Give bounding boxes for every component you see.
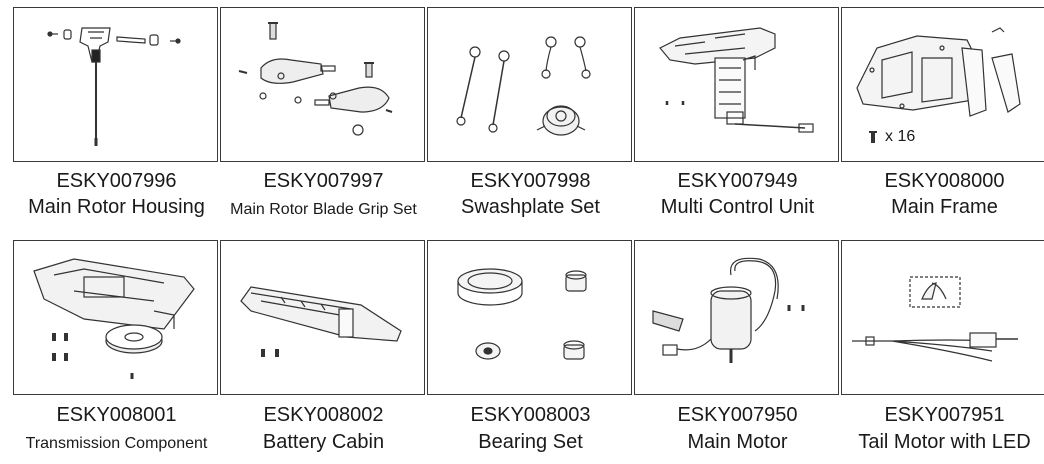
product-name: Battery Cabin — [262, 431, 385, 453]
main-frame-icon — [856, 27, 1021, 143]
product-name: Main Rotor Blade Grip Set — [230, 201, 417, 218]
swashplate-set-icon — [456, 36, 591, 136]
product-sku: ESKY008000 — [884, 170, 1005, 192]
product-image-frame[interactable] — [427, 7, 632, 162]
battery-cabin-icon — [240, 286, 402, 357]
product-image-frame[interactable] — [13, 240, 218, 395]
product-name: Swashplate Set — [461, 196, 600, 218]
product-sku: ESKY007997 — [263, 170, 384, 192]
product-sku: ESKY008002 — [263, 404, 384, 426]
product-image-frame[interactable] — [427, 240, 632, 395]
product-name: Bearing Set — [478, 431, 583, 453]
product-name: Main Rotor Housing — [28, 196, 205, 218]
product-name: Tail Motor with LED — [858, 431, 1031, 453]
transmission-component-icon — [33, 258, 195, 379]
product-image-frame[interactable] — [220, 7, 425, 162]
product-sku: ESKY007951 — [884, 404, 1005, 426]
product-sku: ESKY007950 — [677, 404, 798, 426]
product-sku: ESKY007998 — [470, 170, 591, 192]
product-image-frame[interactable] — [841, 240, 1044, 395]
product-image-frame[interactable] — [634, 240, 839, 395]
tail-motor-led-icon — [852, 276, 1018, 362]
product-name: Main Motor — [687, 431, 788, 453]
main-motor-icon — [652, 257, 805, 363]
product-sku: ESKY008001 — [56, 404, 177, 426]
product-image-frame[interactable] — [220, 240, 425, 395]
bearing-set-icon — [457, 268, 587, 360]
product-name: Main Frame — [891, 196, 998, 218]
product-sku: ESKY008003 — [470, 404, 591, 426]
product-image-frame[interactable] — [13, 7, 218, 162]
product-name: Transmission Component — [25, 435, 208, 452]
main-rotor-housing-icon — [47, 27, 181, 146]
quantity-label: x 16 — [885, 128, 916, 145]
product-sku: ESKY007949 — [677, 170, 798, 192]
multi-control-unit-icon — [659, 27, 814, 133]
product-image-frame[interactable] — [634, 7, 839, 162]
product-sku: ESKY007996 — [56, 170, 177, 192]
product-image-frame[interactable]: x 16 — [841, 7, 1044, 162]
blade-grip-set-icon — [238, 22, 393, 136]
product-name: Multi Control Unit — [660, 196, 815, 218]
